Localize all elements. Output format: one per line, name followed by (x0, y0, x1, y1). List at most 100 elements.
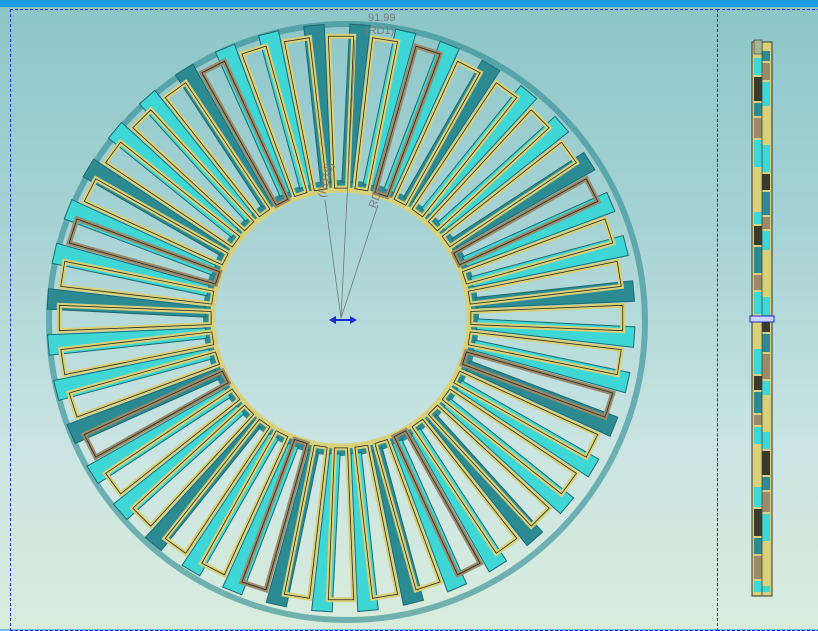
side-segment (754, 376, 762, 390)
side-segment (754, 556, 762, 579)
side-segment (762, 108, 770, 121)
side-segment (762, 51, 770, 61)
side-segment (762, 63, 770, 80)
blade-outline (283, 37, 328, 192)
blade-outline (132, 404, 255, 527)
side-segment (754, 392, 762, 413)
side-segment (754, 226, 762, 245)
blade-outline (241, 45, 308, 198)
blade-outline (105, 141, 241, 248)
side-segment (762, 252, 770, 278)
blade-outline (105, 388, 241, 495)
side-segment (754, 140, 762, 167)
blade-outline (283, 444, 328, 599)
blade-outline (58, 304, 212, 332)
side-segment (762, 514, 770, 541)
side-segment (762, 397, 770, 418)
blade-outline (354, 444, 399, 599)
side-segment (762, 321, 770, 332)
dimension-line (340, 39, 356, 319)
side-segment (762, 334, 770, 352)
side-segment (762, 174, 770, 190)
blade-outline (393, 430, 481, 576)
blade-outline (393, 60, 481, 206)
side-segment (754, 103, 762, 116)
blade-outline (461, 351, 614, 418)
side-segment (762, 477, 770, 490)
side-segment (762, 297, 770, 319)
side-segment (754, 169, 762, 185)
blade-outline (60, 331, 215, 376)
side-segment (754, 427, 762, 444)
dimension-top-ref[interactable]: (RD1) (365, 25, 395, 37)
side-segment (754, 77, 762, 101)
blade-outline (427, 109, 550, 232)
blade-outline (164, 82, 271, 218)
side-segment (754, 275, 762, 290)
blade-outline (441, 388, 577, 495)
dimension-line (340, 204, 379, 319)
side-segment (762, 82, 770, 106)
blade-outline (453, 178, 599, 266)
blade-outline (68, 218, 221, 285)
side-segment (754, 581, 762, 592)
side-segment (754, 118, 762, 138)
side-segment (762, 543, 770, 559)
blade-outline (327, 447, 355, 601)
blade-outline (354, 37, 399, 192)
blade-outline (427, 404, 550, 527)
side-segment (754, 538, 762, 554)
side-segment (762, 192, 770, 215)
dimension-top-value[interactable]: 91.99 (368, 12, 396, 24)
side-segment (762, 420, 770, 430)
blade-outline (201, 60, 289, 206)
title-bar-strip (0, 0, 818, 7)
blade-outline (68, 351, 221, 418)
blade-outline (453, 370, 599, 458)
side-segment (754, 187, 762, 210)
side-segment (762, 451, 770, 475)
blade-outline (201, 430, 289, 576)
side-segment (754, 247, 762, 273)
side-segment (762, 145, 770, 172)
side-segment (754, 212, 762, 224)
blade-outline (411, 418, 518, 554)
side-view[interactable] (749, 39, 775, 597)
blade-outline (164, 418, 271, 554)
side-segment (754, 58, 762, 75)
blade-outline (461, 218, 614, 285)
inner-rim-shadow (203, 180, 479, 456)
blade-outline (241, 438, 308, 591)
outer-rim (46, 21, 648, 623)
side-segment (762, 123, 770, 143)
blade-outline (467, 331, 622, 376)
side-origin-marker (749, 315, 775, 323)
side-segment (762, 492, 770, 512)
side-segment (762, 381, 770, 395)
side-segment (754, 446, 762, 470)
blade-outline (467, 260, 622, 305)
blade-outline (132, 109, 255, 232)
blade-outline (60, 260, 215, 305)
side-segment (754, 415, 762, 425)
blade-outline (441, 141, 577, 248)
side-segment (762, 280, 770, 295)
blade-outline (327, 35, 355, 189)
side-segment (762, 561, 770, 584)
side-segment (762, 217, 770, 229)
side-segment (762, 586, 770, 592)
side-segment (762, 354, 770, 379)
blade-outline (411, 82, 518, 218)
blade-outline (83, 178, 229, 266)
side-segment (754, 349, 762, 374)
side-top-cap (753, 39, 763, 55)
side-segment (762, 432, 770, 449)
blade-outline (83, 370, 229, 458)
side-segment (762, 231, 770, 250)
origin-marker-icon[interactable] (329, 316, 357, 324)
blade-outline (374, 45, 441, 198)
side-segment (754, 472, 762, 485)
blade-outline (374, 438, 441, 591)
